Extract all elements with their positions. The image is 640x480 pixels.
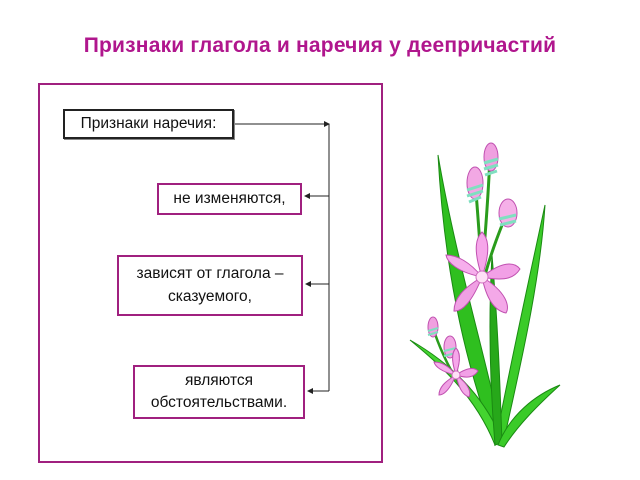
- item-box-3-text: являются обстоятельствами.: [150, 371, 288, 411]
- item-box-2: зависят от глагола – сказуемого,: [117, 255, 303, 316]
- item-box-3: являются обстоятельствами.: [133, 365, 305, 419]
- header-box: Признаки наречия:: [63, 109, 234, 139]
- diagram-frame: [38, 83, 383, 463]
- slide-title: Признаки глагола и наречия у деепричасти…: [83, 34, 557, 57]
- item-box-2-text: зависят от глагола – сказуемого,: [136, 265, 284, 305]
- flower-icon: [409, 142, 561, 448]
- item-box-1: не изменяются,: [157, 183, 302, 215]
